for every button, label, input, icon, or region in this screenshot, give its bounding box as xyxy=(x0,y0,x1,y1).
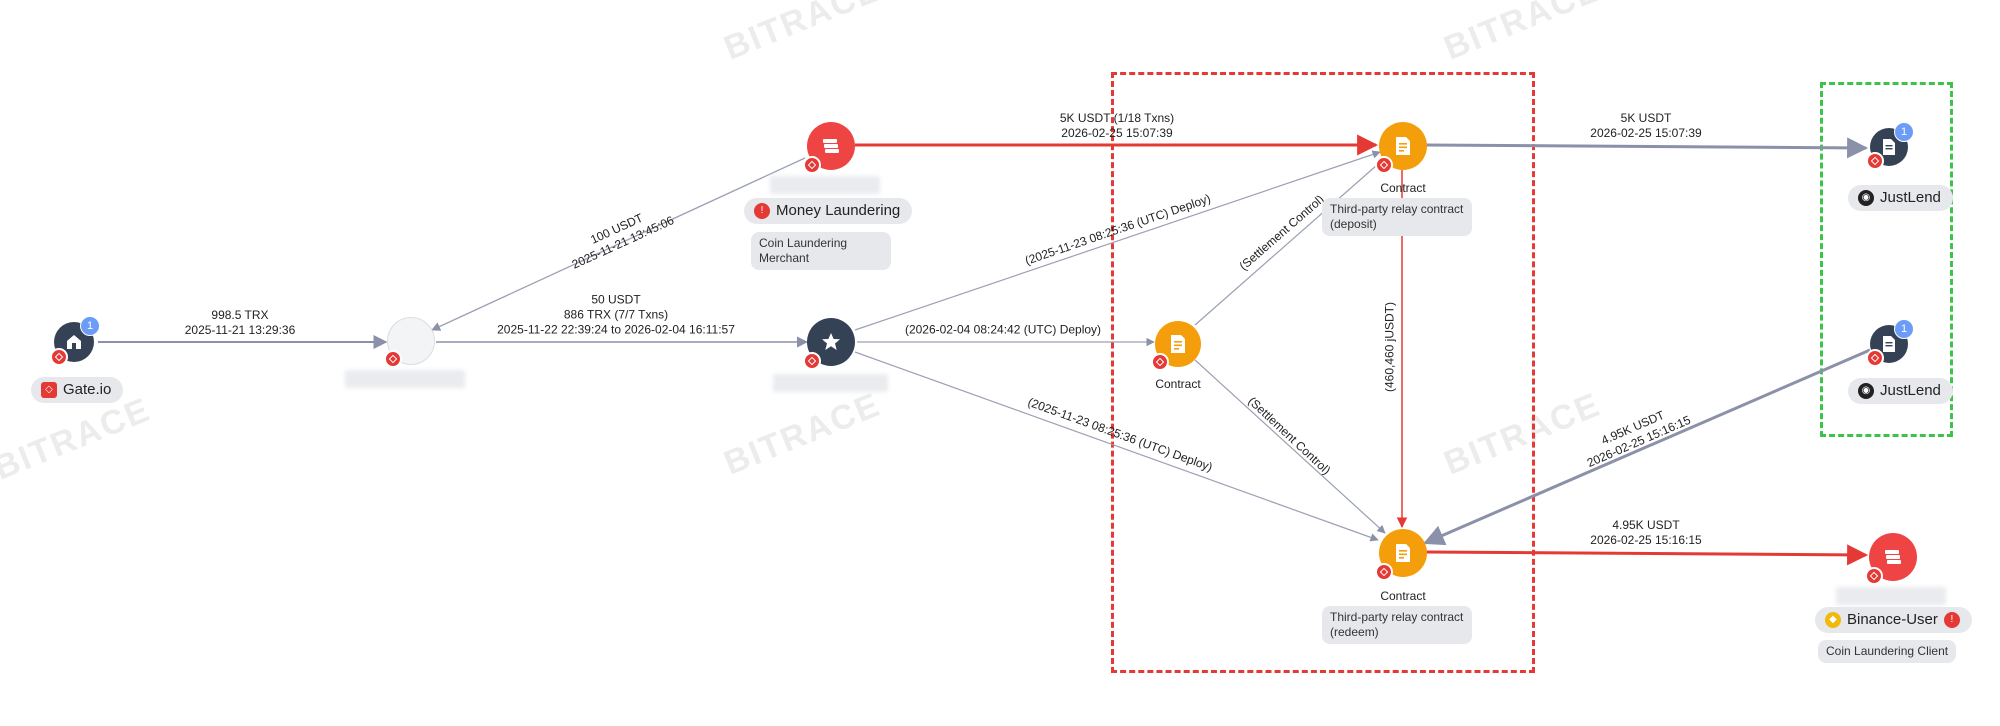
gateio-tag[interactable]: ◇ Gate.io xyxy=(31,377,124,403)
tron-chain-icon xyxy=(1375,156,1393,174)
tron-chain-icon xyxy=(1866,152,1884,170)
contract-mid-node[interactable] xyxy=(1151,321,1201,371)
highlight-box-contracts xyxy=(1111,72,1535,673)
contract-redeem-title: Contract xyxy=(1380,589,1426,603)
money-stack-icon xyxy=(823,139,839,153)
edge-justlend-to-redeem[interactable] xyxy=(1423,348,1871,546)
document-icon xyxy=(1883,336,1895,352)
tron-chain-icon xyxy=(384,350,402,368)
redacted-address xyxy=(1836,587,1946,605)
binance-user-tag[interactable]: ◆ Binance-User ! xyxy=(1815,607,1972,633)
money-stack-icon xyxy=(1885,550,1901,564)
justlend-top-tag[interactable]: ◉ JustLend xyxy=(1848,185,1953,211)
binance-user-label: Binance-User xyxy=(1847,611,1938,628)
gateio-node[interactable]: 1 xyxy=(50,316,100,366)
money-laundering-label: Money Laundering xyxy=(776,202,901,219)
tron-chain-icon xyxy=(50,348,68,366)
star-node[interactable] xyxy=(803,318,855,370)
redacted-address xyxy=(773,374,888,392)
document-icon xyxy=(1396,137,1410,155)
tron-chain-icon xyxy=(1865,567,1883,585)
money-laundering-tag[interactable]: ! Money Laundering xyxy=(744,198,913,224)
edge-mid-to-redeem[interactable] xyxy=(1194,359,1386,534)
count-badge: 1 xyxy=(1894,319,1914,339)
contract-deposit-sub: Third-party relay contract (deposit) xyxy=(1322,198,1472,236)
redacted-address xyxy=(770,176,880,194)
count-badge: 1 xyxy=(1894,122,1914,142)
contract-mid-title: Contract xyxy=(1155,377,1201,391)
money-laundering-node[interactable] xyxy=(803,122,855,174)
highlight-box-justlend xyxy=(1820,82,1953,437)
address-node[interactable] xyxy=(384,317,435,368)
edge-star-to-deposit[interactable] xyxy=(854,150,1381,331)
justlend-bottom-node[interactable]: 1 xyxy=(1866,319,1914,367)
edge-deposit-to-justlend[interactable] xyxy=(1425,137,1869,159)
edge-star-to-redeem[interactable] xyxy=(854,351,1379,542)
edge-mid-to-deposit[interactable] xyxy=(1194,157,1386,326)
contract-deposit-node[interactable] xyxy=(1375,122,1427,174)
tron-chain-icon xyxy=(803,352,821,370)
binance-logo-icon: ◆ xyxy=(1825,612,1841,628)
justlend-bottom-label: JustLend xyxy=(1880,382,1941,399)
edge-label-star-to-mid-contract: (2026-02-04 08:24:42 (UTC) Deploy) xyxy=(904,322,1102,337)
justlend-top-node[interactable]: 1 xyxy=(1866,122,1914,170)
justlend-logo-icon: ◉ xyxy=(1858,383,1874,399)
justlend-top-label: JustLend xyxy=(1880,189,1941,206)
star-icon xyxy=(822,333,840,350)
risk-flag-icon: ! xyxy=(754,203,770,219)
contract-redeem-sub: Third-party relay contract (redeem) xyxy=(1322,606,1472,644)
risk-flag-icon: ! xyxy=(1943,612,1960,628)
tron-chain-icon xyxy=(1151,353,1169,371)
edge-label-deposit-to-redeem: (460,460 jUSDT) xyxy=(1382,301,1397,393)
exchange-icon xyxy=(67,335,81,349)
contract-redeem-node[interactable] xyxy=(1375,529,1427,581)
edge-redeem-to-binance[interactable] xyxy=(1425,544,1869,566)
gate-logo-icon: ◇ xyxy=(41,382,57,398)
justlend-logo-icon: ◉ xyxy=(1858,190,1874,206)
edge-ml-to-address[interactable] xyxy=(431,157,806,331)
binance-user-node[interactable] xyxy=(1865,533,1917,585)
tron-chain-icon xyxy=(1375,563,1393,581)
document-icon xyxy=(1396,544,1410,562)
tron-chain-icon xyxy=(803,156,821,174)
count-badge: 1 xyxy=(80,316,100,336)
money-laundering-sub: Coin Laundering Merchant xyxy=(751,232,891,270)
gateio-label: Gate.io xyxy=(63,381,112,398)
document-icon xyxy=(1171,335,1185,353)
edge-label-ml-to-deposit: 5K USDT (1/18 Txns)2026-02-25 15:07:39 xyxy=(1059,111,1175,140)
binance-user-sub: Coin Laundering Client xyxy=(1818,640,1957,663)
justlend-bottom-tag[interactable]: ◉ JustLend xyxy=(1848,378,1953,404)
contract-deposit-title: Contract xyxy=(1380,181,1426,195)
tron-chain-icon xyxy=(1866,349,1884,367)
document-icon xyxy=(1883,139,1895,155)
redacted-address xyxy=(345,370,465,388)
